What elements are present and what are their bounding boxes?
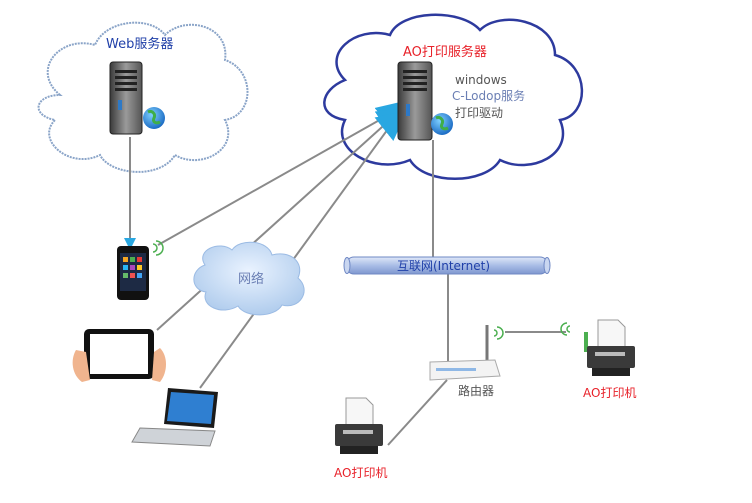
laptop-icon xyxy=(131,388,218,447)
network-cloud xyxy=(193,241,305,316)
ao-server-label: AO打印服务器 xyxy=(403,45,487,60)
wifi-signal-icon xyxy=(152,240,164,256)
printer-left-label: AO打印机 xyxy=(334,466,388,480)
wifi-signal-icon xyxy=(493,326,504,340)
web-server-label: Web服务器 xyxy=(106,37,174,52)
printer-left-icon xyxy=(335,397,383,454)
router-to-printer-left-line xyxy=(387,379,448,446)
router-label: 路由器 xyxy=(458,384,495,398)
router-icon xyxy=(429,325,504,381)
laptop-to-server-line xyxy=(199,121,394,389)
connectors xyxy=(156,112,566,446)
web-server-cloud xyxy=(37,21,249,173)
ao-server-cloud xyxy=(323,13,584,180)
internet-bus-label: 互联网(Internet) xyxy=(397,259,491,273)
tablet-to-server-line xyxy=(156,117,393,331)
phone-icon xyxy=(117,240,164,300)
printer-right-label: AO打印机 xyxy=(583,386,637,400)
network-cloud-label: 网络 xyxy=(238,272,265,287)
ao-server-detail-service: C-Lodop服务 xyxy=(452,89,526,103)
ao-server-detail-os: windows xyxy=(455,73,507,87)
arrow-head-3 xyxy=(374,110,408,141)
ao-server-detail-driver: 打印驱动 xyxy=(455,106,504,120)
web-server-icon xyxy=(109,61,165,135)
phone-to-server-line xyxy=(157,112,393,246)
printer-right-icon xyxy=(560,319,635,376)
ao-server-icon xyxy=(397,61,453,141)
wifi-signal-icon xyxy=(560,322,571,336)
internet-bus xyxy=(343,256,551,275)
arrow-head-1 xyxy=(374,100,408,132)
web-to-phone-arrow xyxy=(124,137,136,250)
tablet-icon xyxy=(72,329,166,382)
